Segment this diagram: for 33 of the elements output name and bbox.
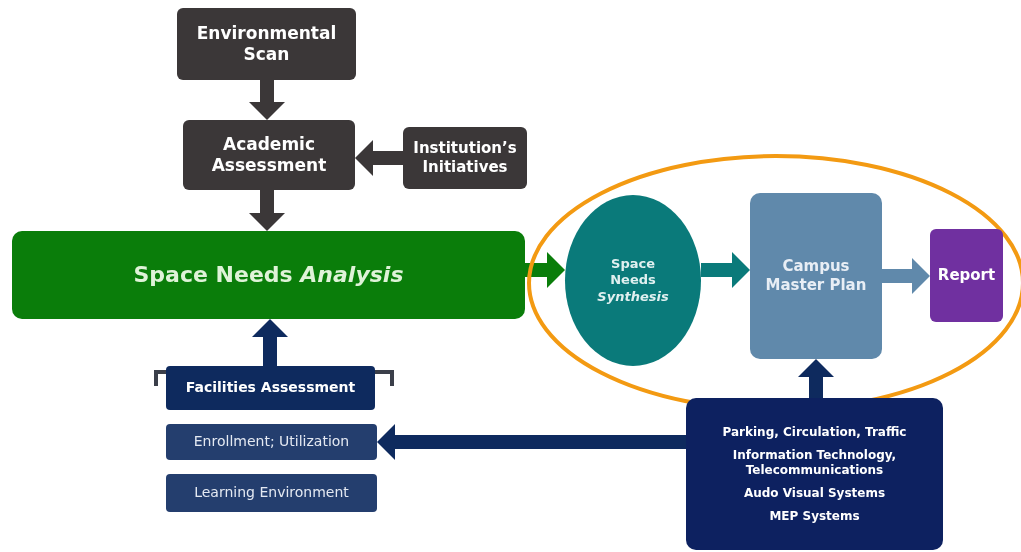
node-label: Space Needs Synthesis: [596, 256, 670, 305]
node-label: Space Needs Analysis: [133, 261, 404, 289]
node-label: MEP Systems: [769, 508, 860, 524]
node-label: Facilities Assessment: [185, 379, 356, 397]
assessment-box: [166, 424, 377, 460]
node-label: Academic Assessment: [210, 133, 328, 177]
assessment-box: [166, 366, 375, 410]
plan-box: [750, 193, 882, 359]
block-arrow: [701, 252, 750, 288]
input-box: [403, 127, 527, 189]
block-arrow: [249, 80, 285, 120]
analysis-bar: [12, 231, 525, 319]
node-label: Parking, Circulation, Traffic: [722, 424, 907, 440]
process-box: [177, 8, 356, 80]
node-label: Audo Visual Systems: [743, 485, 886, 501]
node-label: Environmental Scan: [195, 22, 338, 66]
block-arrow: [798, 359, 834, 398]
node-label: Institution’s Initiatives: [412, 139, 518, 177]
node-label: Campus Master Plan: [764, 257, 868, 295]
block-arrow: [355, 140, 403, 176]
node-label: Enrollment; Utilization: [193, 433, 350, 451]
block-arrow: [882, 258, 930, 294]
block-arrow: [377, 424, 686, 460]
process-box: [183, 120, 355, 190]
block-arrow: [252, 319, 288, 366]
node-label: Learning Environment: [194, 484, 349, 502]
report-box: [930, 229, 1003, 322]
block-arrow: [525, 252, 565, 288]
node-label: Information Technology, Telecommunications: [731, 447, 898, 478]
block-arrow: [249, 190, 285, 231]
assessment-box: [166, 474, 377, 512]
node-label: Report: [937, 266, 996, 285]
systems-box: [686, 398, 943, 550]
